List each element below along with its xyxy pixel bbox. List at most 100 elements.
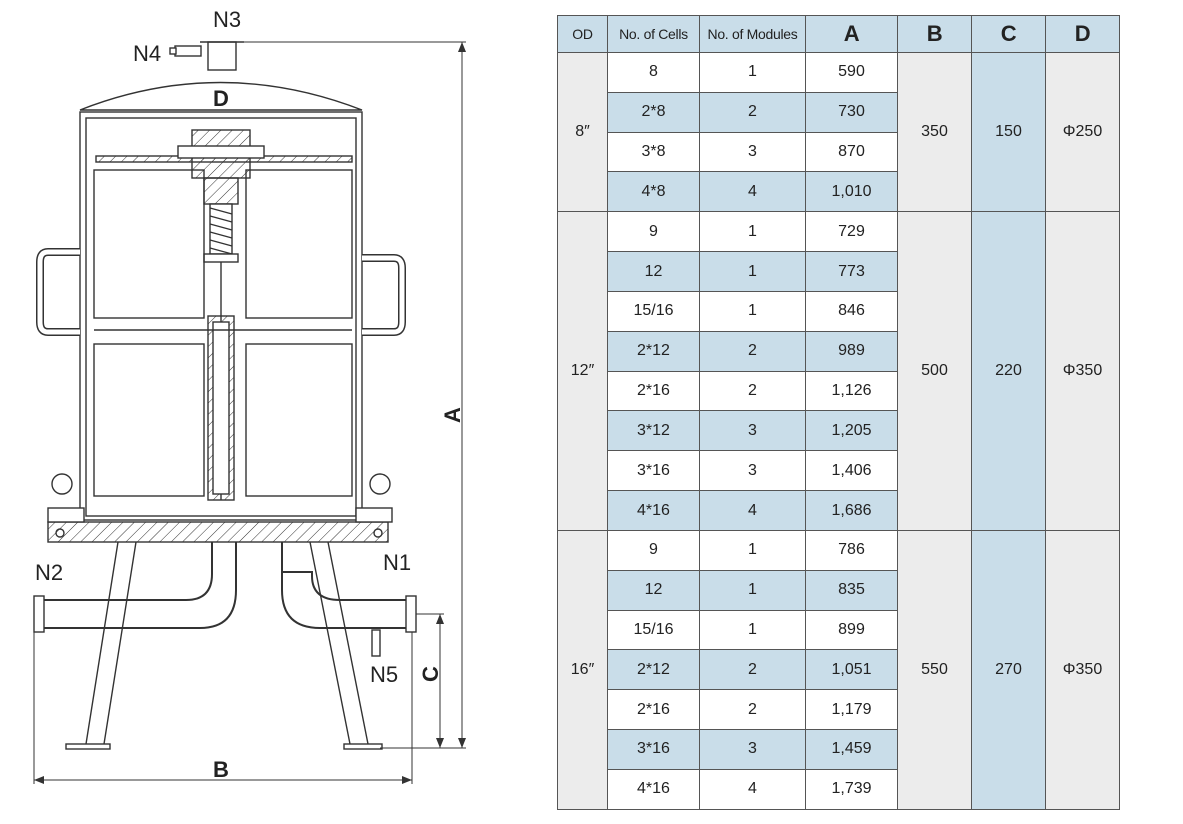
cells-cell: 9 [607, 211, 700, 253]
a-cell: 1,406 [805, 450, 898, 492]
modules-cell: 3 [699, 131, 806, 173]
modules-cell: 1 [699, 52, 806, 93]
c-cell: 220 [971, 211, 1046, 531]
cells-cell: 4*16 [607, 768, 700, 811]
modules-cell: 2 [699, 689, 806, 731]
header-modules: No. of Modules [699, 15, 806, 53]
label-n1: N1 [383, 550, 411, 575]
modules-cell: 1 [699, 609, 806, 651]
a-cell: 1,459 [805, 729, 898, 770]
lifting-eye [369, 473, 391, 495]
a-cell: 899 [805, 609, 898, 651]
filter-module [93, 169, 205, 319]
modules-cell: 3 [699, 410, 806, 452]
c-cell: 270 [971, 529, 1046, 811]
modules-cell: 2 [699, 91, 806, 133]
modules-cell: 2 [699, 649, 806, 691]
cells-cell: 15/16 [607, 290, 700, 332]
n5-valve [371, 629, 381, 657]
handle-left [36, 248, 80, 336]
table-header-row: OD No. of Cells No. of Modules A B C D [557, 15, 1120, 53]
modules-cell: 1 [699, 290, 806, 332]
a-cell: 1,739 [805, 768, 898, 811]
modules-cell: 1 [699, 251, 806, 292]
filter-module [93, 343, 205, 497]
header-c: C [971, 15, 1046, 53]
cells-cell: 2*12 [607, 649, 700, 691]
filter-module [245, 169, 353, 319]
od-cell: 8″ [557, 51, 608, 213]
modules-cell: 2 [699, 370, 806, 412]
cells-cell: 3*16 [607, 450, 700, 492]
leg [309, 541, 369, 745]
header-a: A [805, 15, 898, 53]
b-cell: 550 [897, 529, 972, 811]
cells-cell: 3*8 [607, 131, 700, 173]
label-n2: N2 [35, 560, 63, 585]
cells-cell: 2*16 [607, 370, 700, 412]
modules-cell: 1 [699, 211, 806, 253]
modules-cell: 2 [699, 330, 806, 372]
a-cell: 1,126 [805, 370, 898, 412]
cells-cell: 4*16 [607, 490, 700, 531]
handle-right [362, 254, 406, 336]
od-cell: 16″ [557, 529, 608, 811]
a-cell: 730 [805, 91, 898, 133]
outlet-pipe-n1 [281, 542, 417, 633]
a-cell: 1,205 [805, 410, 898, 452]
label-dim-c: C [418, 666, 443, 682]
filter-housing-drawing: N3 N4 D N2 N1 N5 A C B [33, 7, 466, 784]
a-cell: 1,051 [805, 649, 898, 691]
cells-cell: 9 [607, 529, 700, 571]
leg [85, 541, 137, 745]
label-dim-d: D [213, 86, 229, 111]
a-cell: 870 [805, 131, 898, 173]
header-od: OD [557, 15, 608, 53]
a-cell: 773 [805, 251, 898, 292]
header-d: D [1045, 15, 1120, 53]
d-cell: Φ350 [1045, 529, 1120, 811]
filter-module [245, 343, 353, 497]
label-dim-b: B [213, 757, 229, 782]
b-cell: 500 [897, 211, 972, 531]
spring [209, 203, 233, 255]
d-cell: Φ350 [1045, 211, 1120, 531]
a-cell: 1,010 [805, 171, 898, 213]
a-cell: 729 [805, 211, 898, 253]
cells-cell: 2*8 [607, 91, 700, 133]
label-n3: N3 [213, 7, 241, 32]
cells-cell: 8 [607, 52, 700, 93]
a-cell: 989 [805, 330, 898, 372]
top-nozzle [207, 41, 237, 71]
od-cell: 12″ [557, 211, 608, 531]
d-cell: Φ250 [1045, 51, 1120, 213]
cells-cell: 12 [607, 251, 700, 292]
cells-cell: 4*8 [607, 171, 700, 213]
cells-cell: 2*16 [607, 689, 700, 731]
label-dim-a: A [440, 407, 465, 423]
cells-cell: 12 [607, 569, 700, 611]
a-cell: 835 [805, 569, 898, 611]
c-cell: 150 [971, 51, 1046, 213]
spec-table: OD No. of Cells No. of Modules A B C D 8… [557, 15, 1120, 811]
a-cell: 846 [805, 290, 898, 332]
b-cell: 350 [897, 51, 972, 213]
cells-cell: 2*12 [607, 330, 700, 372]
label-n5: N5 [370, 662, 398, 687]
header-b: B [897, 15, 972, 53]
modules-cell: 4 [699, 490, 806, 531]
cells-cell: 3*16 [607, 729, 700, 770]
